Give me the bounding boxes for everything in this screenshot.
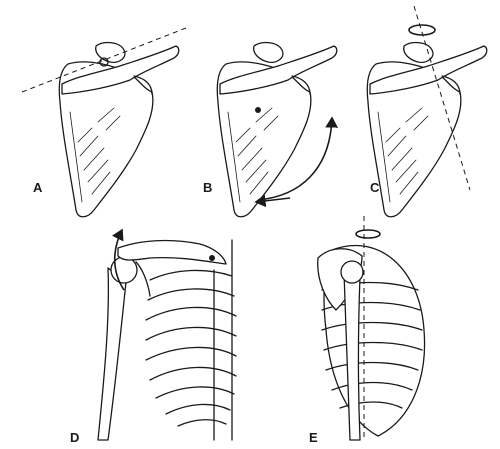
- elevation-arrow-d: [111, 228, 125, 291]
- label-d: D: [70, 430, 79, 445]
- pivot-a: [99, 57, 109, 67]
- rotation-arrow-b-tail: [254, 194, 291, 208]
- rotation-arrow-c: [408, 24, 436, 36]
- label-b: B: [203, 180, 212, 195]
- rib-cage-d: [145, 239, 237, 441]
- pivot-dot-d: [209, 255, 215, 261]
- panel-c: C: [366, 5, 488, 218]
- scapula-c: [366, 41, 488, 218]
- humerus: [97, 267, 127, 441]
- humerus-e: [343, 271, 361, 441]
- rotation-center-dot: [255, 107, 261, 113]
- rotation-arrow-b: [257, 116, 339, 201]
- label-a: A: [33, 180, 43, 195]
- panel-a: A: [21, 27, 187, 218]
- ribs-e: [321, 281, 423, 409]
- label-c: C: [370, 180, 380, 195]
- humeral-head-e: [340, 260, 364, 284]
- scapula-a: [58, 41, 180, 218]
- panel-d: D: [70, 228, 237, 445]
- axis-line-a: [21, 27, 187, 93]
- panel-b: B: [203, 41, 339, 218]
- panel-e: E: [309, 216, 426, 445]
- scapula-edge-d: [135, 261, 151, 297]
- clavicle: [117, 239, 227, 265]
- scapula-b: [216, 41, 338, 218]
- rotation-arrow-e: [355, 229, 381, 239]
- label-e: E: [309, 430, 318, 445]
